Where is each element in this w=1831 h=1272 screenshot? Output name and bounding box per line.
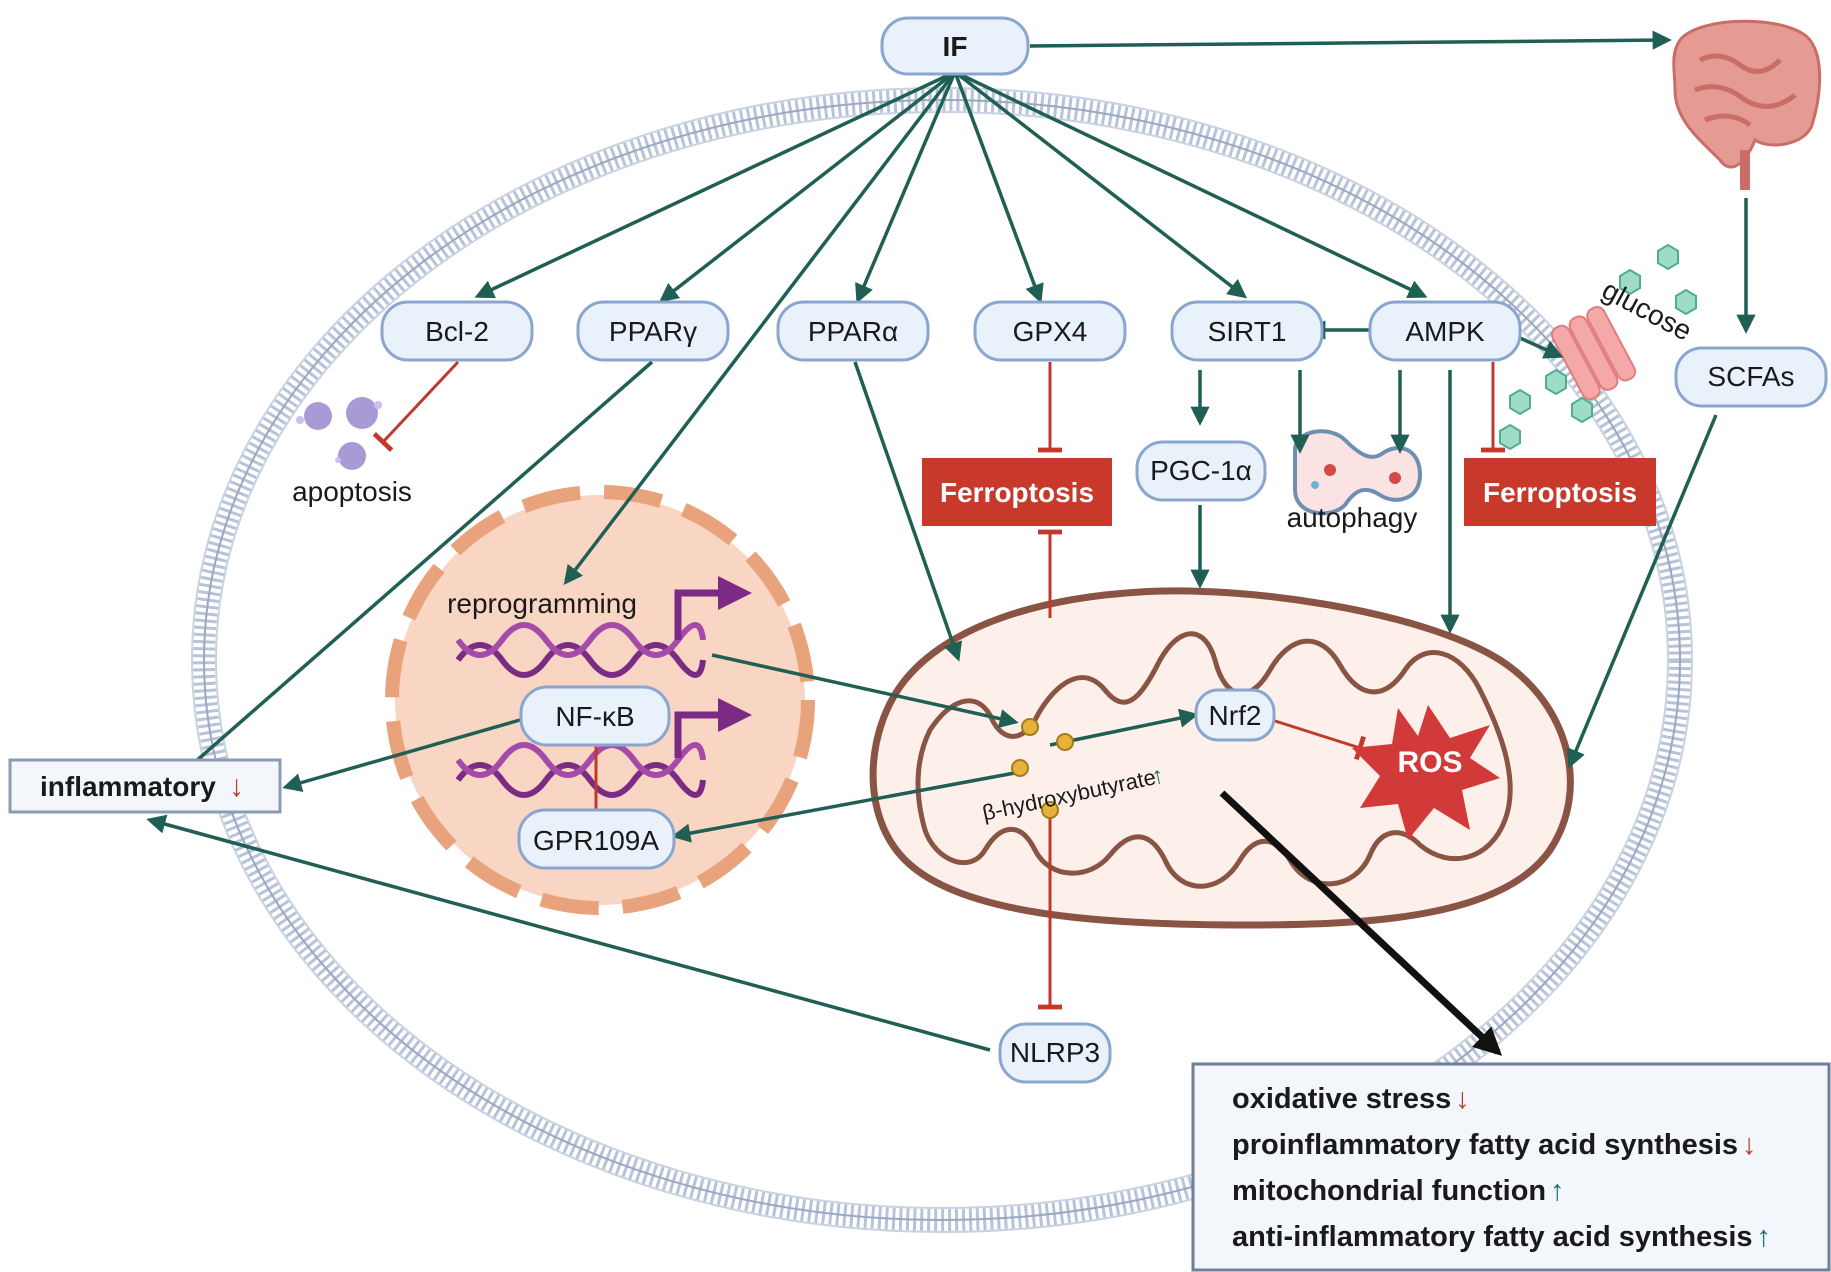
node-nrf2[interactable]: Nrf2 [1194, 688, 1276, 742]
node-bcl2-label: Bcl-2 [425, 316, 489, 347]
ferroptosis-box-ampk: Ferroptosis [1464, 458, 1656, 526]
apoptotic-cell-icon [296, 397, 382, 470]
node-if[interactable]: IF [880, 16, 1030, 76]
ferroptosis-label-2: Ferroptosis [1483, 477, 1637, 508]
node-sirt1[interactable]: SIRT1 [1170, 300, 1324, 362]
outcome-box: oxidative stress↓proinflammatory fatty a… [1191, 1062, 1831, 1272]
glucose-transporter-icon [1550, 306, 1637, 401]
inflammatory-label: inflammatory [40, 771, 216, 802]
intestine-icon [1672, 19, 1822, 190]
node-nlrp3[interactable]: NLRP3 [998, 1022, 1112, 1084]
node-nrf2-label: Nrf2 [1209, 700, 1262, 731]
node-pgc1a[interactable]: PGC-1α [1135, 440, 1267, 502]
autophagosome-icon [1293, 429, 1423, 516]
node-ppar-alpha-label: PPARα [808, 316, 898, 347]
node-pgc1a-label: PGC-1α [1150, 455, 1252, 486]
apoptosis-label: apoptosis [292, 476, 412, 507]
outcome-arrow: ↑ [1757, 1221, 1772, 1253]
node-ppar-gamma-label: PPARγ [609, 316, 697, 347]
transcription-start-icon [674, 589, 720, 758]
ros-label: ROS [1397, 746, 1462, 779]
node-sirt1-label: SIRT1 [1208, 316, 1287, 347]
activation-arrows [146, 30, 1756, 1052]
outcome-text: anti-inflammatory fatty acid synthesis [1232, 1221, 1753, 1253]
outcome-text: oxidative stress [1232, 1083, 1451, 1115]
outcome-arrow: ↓ [1742, 1129, 1757, 1161]
node-if-label: IF [943, 31, 968, 62]
inflammatory-arrow: ↓ [229, 770, 244, 803]
node-nfkb-label: NF-κB [555, 701, 634, 732]
transcription-arrowheads [718, 576, 752, 732]
node-ppar-gamma[interactable]: PPARγ [576, 300, 730, 362]
outcome-line: oxidative stress↓ [1232, 1083, 1470, 1115]
node-gpx4[interactable]: GPX4 [973, 300, 1127, 362]
outcome-text: mitochondrial function [1232, 1175, 1546, 1207]
ferroptosis-label-1: Ferroptosis [940, 477, 1094, 508]
node-scfas[interactable]: SCFAs [1674, 346, 1828, 408]
outcome-line: anti-inflammatory fatty acid synthesis↑ [1232, 1221, 1771, 1253]
node-ppar-alpha[interactable]: PPARα [776, 300, 930, 362]
outcome-arrow: ↑ [1550, 1175, 1565, 1207]
cell-membrane [191, 87, 1693, 1233]
ferroptosis-box-gpx4: Ferroptosis [922, 458, 1112, 526]
node-nlrp3-label: NLRP3 [1010, 1037, 1100, 1068]
bhb-arrow: ↑ [1149, 762, 1166, 791]
ros-burst: ROS [1352, 705, 1500, 840]
outcome-line: mitochondrial function↑ [1232, 1175, 1565, 1207]
node-scfas-label: SCFAs [1707, 361, 1794, 392]
node-bcl2[interactable]: Bcl-2 [380, 300, 534, 362]
mitochondria-outcome-arrow [1219, 790, 1503, 1056]
node-gpx4-label: GPX4 [1013, 316, 1088, 347]
node-gpr109a-label: GPR109A [533, 825, 659, 856]
glucose-molecules [1499, 243, 1697, 451]
ketone-bodies [1011, 718, 1074, 819]
dna-helix-icon [455, 622, 706, 798]
inflammatory-box: inflammatory ↓ [8, 758, 282, 814]
outcome-line: proinflammatory fatty acid synthesis↓ [1232, 1129, 1757, 1161]
reprogramming-label: reprogramming [447, 588, 637, 619]
node-gpr109a[interactable]: GPR109A [517, 808, 676, 870]
node-ampk[interactable]: AMPK [1368, 300, 1522, 362]
node-ampk-label: AMPK [1405, 316, 1485, 347]
outcome-arrow: ↓ [1455, 1083, 1470, 1115]
autophagy-label: autophagy [1287, 502, 1418, 533]
inhibition-lines [372, 360, 1505, 1010]
outcome-text: proinflammatory fatty acid synthesis [1232, 1129, 1738, 1161]
node-nfkb[interactable]: NF-κB [519, 685, 671, 747]
mitochondrion [869, 587, 1574, 929]
